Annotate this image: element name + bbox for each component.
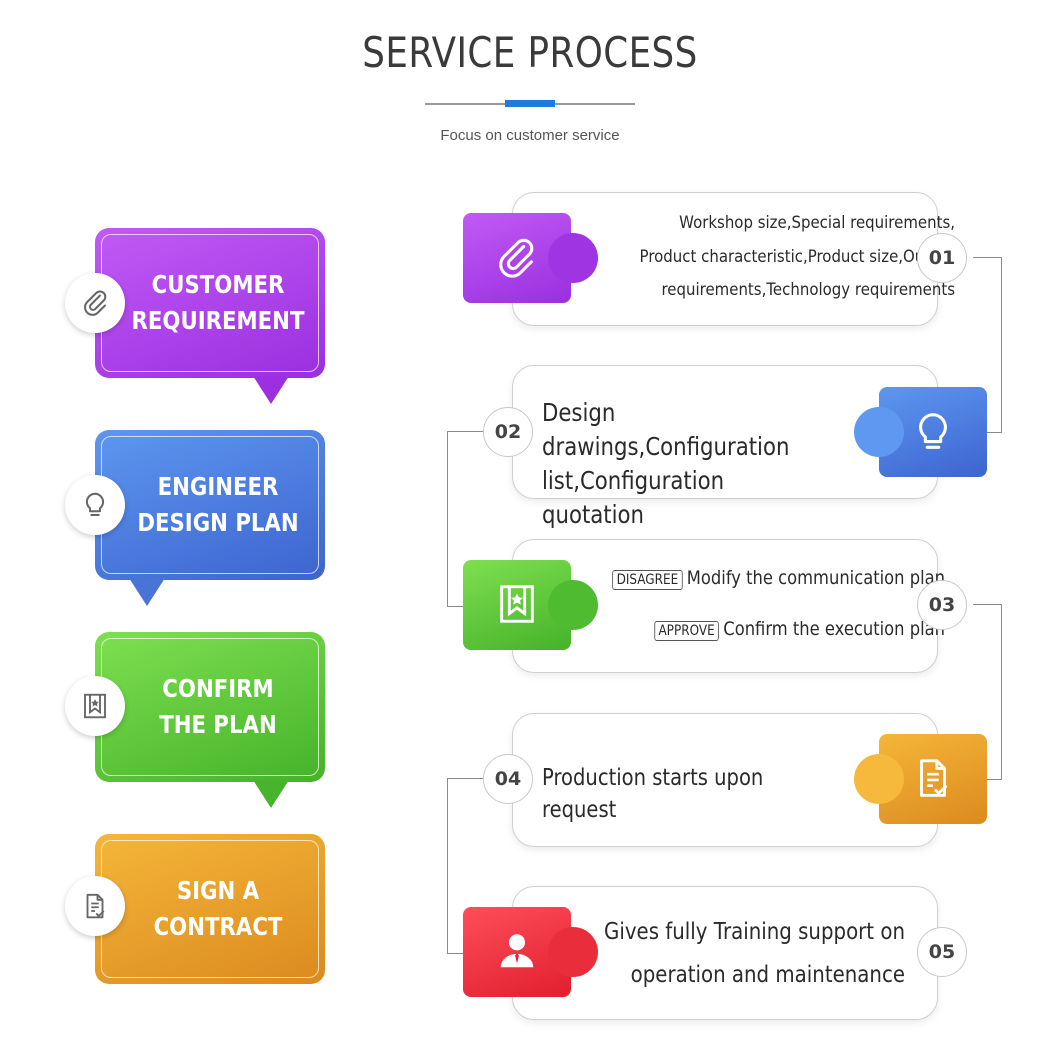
detail-line: Gives fully Training support on: [604, 919, 905, 945]
lightbulb-icon: [919, 413, 947, 449]
paperclip-icon: [499, 238, 534, 278]
step-number-badge: 03: [917, 580, 967, 630]
lightbulb-icon: [65, 475, 125, 535]
step-label-line2: CONTRACT: [153, 912, 283, 941]
detail-text-04: Production starts upon request: [542, 762, 831, 826]
step-number-badge: 02: [483, 407, 533, 457]
detail-icon-tile: [463, 560, 598, 650]
step-bubble-engineer-design-plan: ENGINEER DESIGN PLAN: [95, 430, 325, 606]
step-label-line2: REQUIREMENT: [131, 306, 305, 335]
step-label-line1: CONFIRM: [162, 674, 274, 703]
option-text: Modify the communication plan: [686, 567, 945, 589]
detail-icon-tile: [463, 213, 598, 303]
option-text: Confirm the execution plan: [723, 618, 945, 640]
detail-line: Production starts upon request: [542, 765, 764, 823]
bookmark-star-icon: [500, 585, 534, 623]
detail-line: Workshop size,Special requirements,: [679, 213, 955, 233]
step-bubble-customer-requirement: CUSTOMER REQUIREMENT: [95, 228, 325, 404]
detail-line: Design drawings,Configuration: [542, 398, 790, 461]
page-subtitle: Focus on customer service: [440, 127, 620, 144]
detail-line: requirements,Technology requirements: [661, 280, 955, 300]
step-bubble-confirm-the-plan: CONFIRM THE PLAN: [95, 632, 325, 808]
step-number-badge: 05: [917, 927, 967, 977]
flow-connector: [973, 257, 1002, 433]
step-label-line2: THE PLAN: [159, 710, 277, 739]
step-bubble-sign-a-contract: SIGN A CONTRACT: [95, 834, 325, 984]
step-number-badge: 04: [483, 754, 533, 804]
flow-connector: [973, 604, 1002, 780]
approve-tag: APPROVE: [654, 621, 719, 641]
detail-line: Product characteristic,Product size,Outp…: [639, 246, 955, 267]
detail-icon-tile: [854, 387, 987, 477]
detail-text-02: Design drawings,Configuration list,Confi…: [542, 396, 823, 532]
detail-icon-tile: [854, 734, 987, 824]
paperclip-icon: [65, 273, 125, 333]
step-label-line1: ENGINEER: [157, 472, 279, 501]
person-icon: [500, 934, 534, 968]
detail-line: list,Configuration quotation: [542, 466, 725, 529]
step-number-badge: 01: [917, 233, 967, 283]
document-check-icon: [65, 876, 125, 936]
title-divider-accent: [505, 100, 555, 107]
detail-icon-tile: [463, 907, 598, 997]
bookmark-star-icon: [65, 676, 125, 736]
disagree-tag: DISAGREE: [612, 570, 683, 590]
step-label-line2: DESIGN PLAN: [137, 508, 299, 537]
page-title: SERVICE PROCESS: [362, 28, 698, 77]
step-label-line1: SIGN A: [176, 876, 260, 905]
step-label-line1: CUSTOMER: [151, 270, 285, 299]
document-check-icon: [920, 759, 948, 797]
detail-text-01: Workshop size,Special requirements, Prod…: [607, 207, 955, 308]
detail-text-05: Gives fully Training support on operatio…: [600, 911, 905, 997]
detail-line: operation and maintenance: [630, 962, 905, 988]
